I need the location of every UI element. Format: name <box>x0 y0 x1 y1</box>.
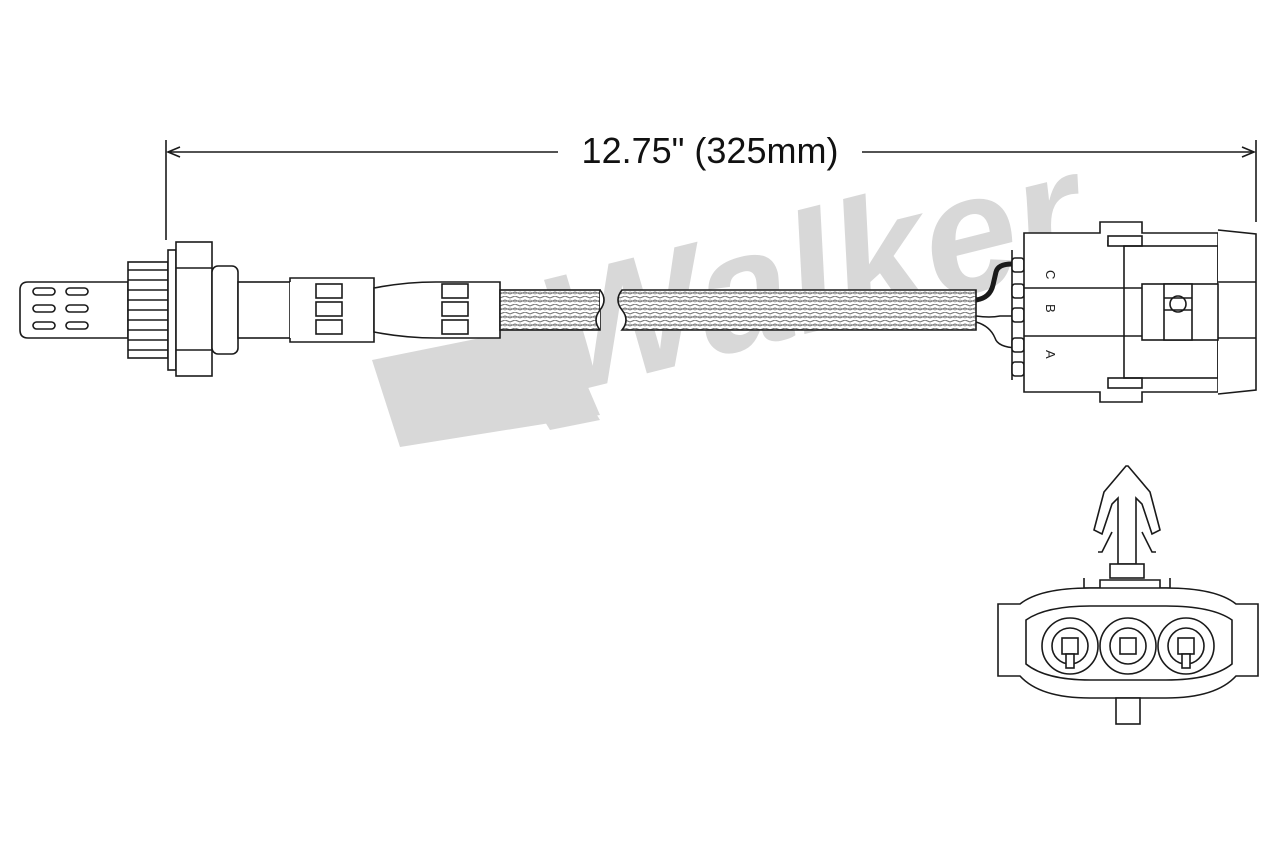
pin-label-c: C <box>1043 270 1058 279</box>
braided-cable <box>499 289 977 331</box>
pin-label-b: B <box>1043 304 1058 313</box>
connector-side-view <box>1011 221 1257 403</box>
pin-labels: C B A <box>1043 270 1058 359</box>
sensor-tip <box>19 281 129 339</box>
dimension-line <box>165 140 1257 240</box>
hex-nut <box>167 241 239 377</box>
sensor-body <box>237 277 501 343</box>
pin-label-a: A <box>1043 350 1058 359</box>
sensor-threads <box>127 261 169 359</box>
connector-wires <box>975 261 1021 349</box>
connector-end-view <box>997 465 1259 725</box>
dimension-label: 12.75" (325mm) <box>582 130 839 171</box>
